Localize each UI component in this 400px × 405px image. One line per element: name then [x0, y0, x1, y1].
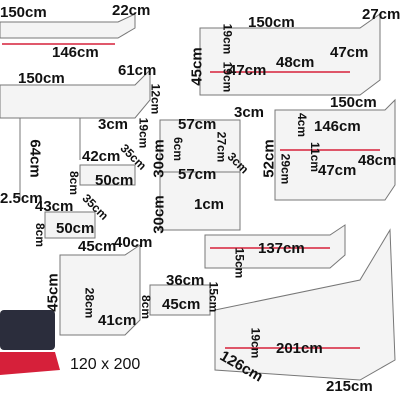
label-cab-comp-3: 47cm [330, 44, 369, 61]
mattress-dark [0, 310, 55, 350]
label-panel-depth-top: 3cm [234, 104, 265, 121]
label-mattress-size: 120 x 200 [70, 356, 141, 373]
mattress-red [0, 352, 60, 375]
label-nightstand-inner-w: 41cm [98, 312, 137, 329]
label-bed-inner: 201cm [276, 340, 323, 357]
label-low-cab-inner: 146cm [314, 118, 361, 135]
label-bed-height: 19cm [248, 327, 263, 359]
label-ns-drawer-front: 15cm [206, 281, 221, 313]
label-drawer-small-width: 42cm [82, 148, 121, 165]
label-desk-side: 2.5cm [0, 190, 43, 207]
label-panel-inner-bottom: 1cm [194, 196, 225, 213]
desk-drawer-small [79, 164, 136, 186]
label-desk-inner-a: 3cm [98, 116, 129, 133]
label-panel-height-top: 30cm [150, 139, 168, 178]
red-dimension-lines [2, 43, 380, 349]
wall-cabinet [199, 13, 381, 96]
label-low-cab-height: 52cm [260, 139, 278, 178]
label-low-cab-side-b: 29cm [278, 153, 293, 185]
label-shelf-inner: 146cm [52, 44, 99, 61]
headboard-panel-bottom [159, 171, 241, 231]
label-cab-inner-h1: 19cm [220, 23, 235, 55]
label-cab-comp-1: 47cm [228, 62, 267, 79]
label-ns-drawer-inner: 45cm [162, 296, 201, 313]
label-ns-drawer-width: 36cm [166, 272, 205, 289]
label-desk-leg: 64cm [26, 139, 44, 178]
label-drawer-large-front: 50cm [56, 220, 95, 237]
label-low-cab-width: 150cm [330, 94, 377, 111]
label-bed-drawer-width: 137cm [258, 240, 305, 257]
label-low-cab-comp-1: 47cm [318, 162, 357, 179]
label-nightstand-height: 45cm [44, 273, 62, 312]
label-drawer-small-front: 50cm [95, 172, 134, 189]
bed-frame [214, 228, 396, 381]
label-cab-comp-2: 48cm [276, 54, 315, 71]
desk-drawer-large [44, 211, 96, 239]
label-drawer-small-height: 8cm [67, 170, 82, 196]
label-ns-drawer-height: 8cm [139, 294, 154, 320]
label-nightstand-depth: 40cm [114, 234, 153, 251]
label-panel-inner-top: 6cm [171, 136, 186, 162]
desk-top [0, 68, 151, 119]
label-desk-inner-b: 19cm [136, 117, 151, 149]
label-shelf-width: 150cm [0, 4, 47, 21]
label-desk-top: 12cm [148, 83, 163, 115]
bed-drawer [204, 224, 346, 269]
label-cab-width: 150cm [248, 14, 295, 31]
label-desk-depth: 61cm [118, 62, 157, 79]
label-nightstand-width: 45cm [78, 238, 117, 255]
wall-shelf-top [0, 13, 136, 39]
label-drawer-large-height: 8cm [33, 222, 48, 248]
label-panel-height-bottom: 30cm [150, 195, 168, 234]
mattress-thumbnail [0, 310, 60, 375]
label-desk-width: 150cm [18, 70, 65, 87]
nightstand [59, 244, 141, 336]
label-nightstand-inner-h: 28cm [82, 287, 97, 319]
label-low-cab-side-a: 4cm [295, 112, 310, 138]
nightstand-drawer [149, 284, 211, 316]
label-drawer-large-width: 43cm [35, 198, 74, 215]
label-panel-width-bottom: 57cm [178, 166, 217, 183]
label-cab-depth: 27cm [362, 6, 400, 23]
label-low-cab-comp-2: 48cm [358, 152, 397, 169]
label-shelf-depth: 22cm [112, 2, 151, 19]
label-bed-drawer-height: 15cm [232, 247, 247, 279]
label-panel-width-top: 57cm [178, 116, 217, 133]
label-cab-height: 45cm [188, 47, 206, 86]
label-bed-length: 215cm [326, 378, 373, 395]
